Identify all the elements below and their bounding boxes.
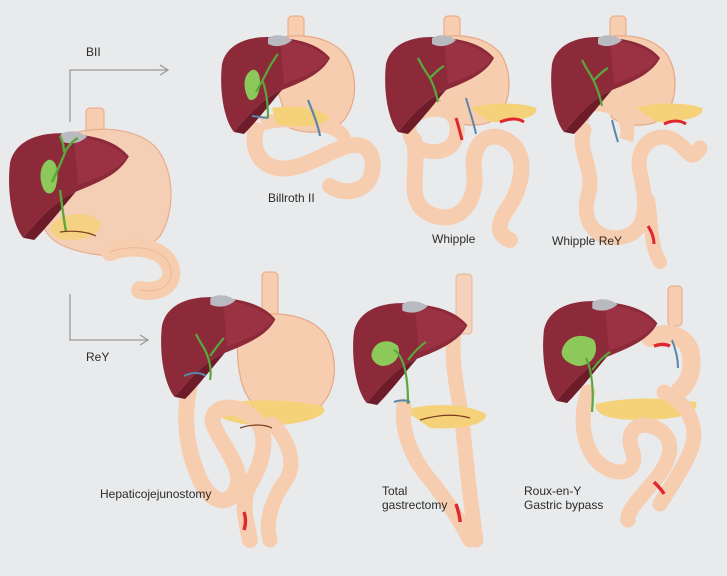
label-total-gastrectomy: Total gastrectomy bbox=[382, 484, 447, 512]
arrow-label-bii: BII bbox=[86, 45, 101, 59]
label-roux-line2: Gastric bypass bbox=[524, 498, 604, 512]
whipple-rey-figure bbox=[551, 15, 708, 269]
label-hepaticojejunostomy: Hepaticojejunostomy bbox=[100, 487, 212, 501]
arrow-label-rey: ReY bbox=[86, 350, 110, 364]
label-roux-line1: Roux-en-Y bbox=[524, 484, 582, 498]
arrow-rey bbox=[69, 294, 150, 346]
normal-anatomy bbox=[9, 107, 181, 300]
arrow-bii bbox=[69, 64, 170, 122]
label-total-line1: Total bbox=[382, 484, 408, 498]
label-total-line2: gastrectomy bbox=[382, 498, 448, 512]
roux-en-y-figure bbox=[543, 285, 702, 528]
label-whipple-rey: Whipple ReY bbox=[552, 234, 623, 248]
whipple-figure bbox=[385, 15, 537, 248]
billroth-ii-figure bbox=[221, 15, 381, 200]
label-roux-en-y: Roux-en-Y Gastric bypass bbox=[524, 484, 603, 512]
label-billroth-ii: Billroth II bbox=[268, 191, 315, 205]
label-whipple: Whipple bbox=[432, 232, 476, 246]
total-gastrectomy-figure bbox=[353, 273, 487, 548]
hepaticojejunostomy-figure bbox=[161, 271, 336, 548]
